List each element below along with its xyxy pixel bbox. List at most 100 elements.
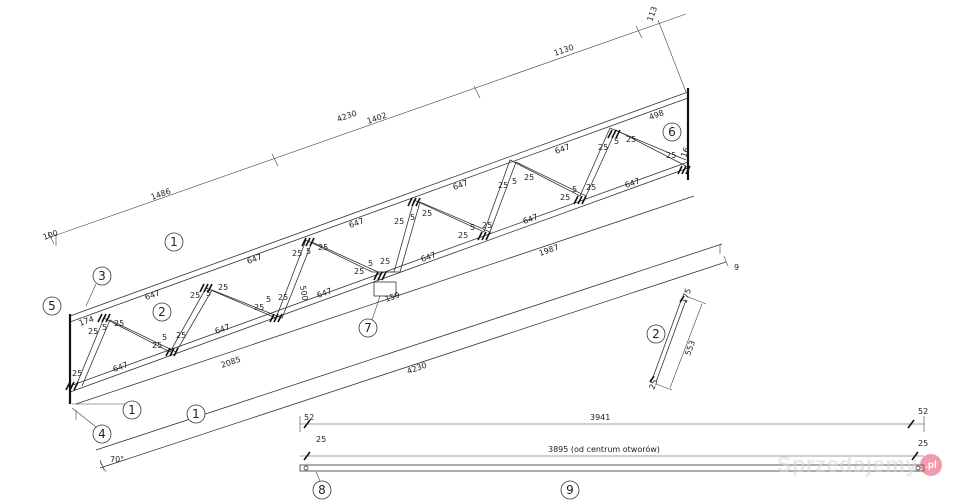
bar9-dim-52-right: 52: [918, 407, 928, 416]
detail2-dim-553: 553: [683, 339, 697, 356]
dim-647-d: 647: [452, 178, 469, 191]
dim-100: 100: [42, 228, 59, 241]
bar9-dim-3941: 3941: [590, 413, 610, 422]
weld-25-f: 25: [218, 283, 228, 292]
callout-1-top: 1: [164, 232, 184, 252]
detail2-dim-175: 175: [679, 287, 693, 304]
dim-113: 113: [645, 5, 659, 22]
weld-25-r: 25: [524, 173, 534, 182]
weld-5-j: 5: [572, 185, 577, 194]
weld-25-p: 25: [482, 221, 492, 230]
svg-text:9: 9: [566, 483, 574, 497]
svg-text:8: 8: [318, 483, 326, 497]
top-dimensions: [47, 13, 687, 246]
weld-25-d: 25: [176, 331, 186, 340]
weld-25-b: 25: [114, 319, 124, 328]
connection-plate: [373, 281, 397, 297]
dim-500: 500: [298, 285, 310, 302]
watermark-badge: .pl: [920, 454, 942, 476]
weld-25-n: 25: [422, 209, 432, 218]
weld-25-i: 25: [292, 249, 302, 258]
weld-5-f: 5: [368, 259, 373, 268]
callout-7: 7: [358, 318, 378, 338]
weld-25-q: 25: [498, 181, 508, 190]
weld-5-i: 5: [512, 177, 517, 186]
dim-2085: 2085: [220, 355, 242, 370]
callout-3: 3: [92, 266, 112, 286]
callout-1-mid: 1: [122, 400, 142, 420]
callout-9: 9: [560, 480, 580, 500]
callout-4: 4: [92, 424, 112, 444]
bottom-dimensions: [71, 244, 729, 473]
svg-text:1: 1: [128, 403, 136, 417]
weld-5-h: 5: [470, 223, 475, 232]
callout-2-right: 2: [646, 324, 666, 344]
dim-1402: 1402: [366, 111, 388, 126]
dim-1987: 1987: [538, 243, 560, 258]
angle-70: 70°: [110, 455, 124, 464]
weld-5-e: 5: [306, 247, 311, 256]
dim-4230-top: 4230: [336, 109, 358, 124]
svg-text:6: 6: [668, 125, 676, 139]
weld-marks: [65, 129, 691, 391]
weld-5-d: 5: [266, 295, 271, 304]
weld-25-k: 25: [354, 267, 364, 276]
dim-647-b: 647: [246, 252, 263, 265]
callout-8: 8: [312, 480, 332, 500]
weld-5-c: 5: [206, 289, 211, 298]
weld-25-u: 25: [598, 143, 608, 152]
weld-25-h: 25: [278, 293, 288, 302]
weld-25-t: 25: [586, 183, 596, 192]
dim-159: 159: [384, 290, 401, 303]
weld-25-v: 25: [626, 135, 636, 144]
svg-text:1: 1: [192, 407, 200, 421]
detail2-dim-25: 25: [647, 378, 659, 391]
dim-647-j: 647: [522, 212, 539, 225]
svg-text:4: 4: [98, 427, 106, 441]
dim-1486: 1486: [150, 187, 172, 202]
svg-text:3: 3: [98, 269, 106, 283]
weld-25-g: 25: [254, 303, 264, 312]
svg-text:2: 2: [652, 327, 660, 341]
watermark-text: Sprzedajemy: [776, 452, 918, 477]
truss-chords: [69, 91, 727, 469]
dim-647-a: 647: [144, 288, 161, 301]
dim-647-i: 647: [420, 250, 437, 263]
dim-1130: 1130: [553, 43, 575, 58]
dim-647-g: 647: [214, 322, 231, 335]
svg-text:5: 5: [48, 299, 56, 313]
weld-25-w: 25: [666, 151, 676, 160]
svg-text:1: 1: [170, 235, 178, 249]
weld-25-m: 25: [394, 217, 404, 226]
weld-25-e: 25: [190, 291, 200, 300]
weld-25-l: 25: [380, 257, 390, 266]
weld-5-k: 5: [614, 137, 619, 146]
weld-25-s: 25: [560, 193, 570, 202]
callout-5: 5: [42, 296, 62, 316]
dim-9: 9: [734, 263, 739, 272]
bar9-dim-25-right: 25: [918, 439, 928, 448]
callout-2-left: 2: [152, 302, 172, 322]
callout-1-bottom: 1: [186, 404, 206, 424]
weld-25-o: 25: [458, 231, 468, 240]
dim-647-k: 647: [624, 176, 641, 189]
dim-16: 16: [679, 146, 691, 159]
weld-5-g: 5: [410, 213, 415, 222]
svg-text:2: 2: [158, 305, 166, 319]
weld-25-x: 25: [72, 369, 82, 378]
weld-25-c: 25: [152, 341, 162, 350]
svg-text:7: 7: [364, 321, 372, 335]
weld-25-a: 25: [88, 327, 98, 336]
weld-5-a: 5: [102, 323, 107, 332]
dim-4230-bottom: 4230: [406, 361, 428, 376]
callout-bubbles: 1 2 3 5 6 7 1 1 4 2 8 9: [42, 122, 682, 500]
bar9-dim-3895: 3895 (od centrum otworów): [548, 444, 660, 454]
dim-647-e: 647: [554, 142, 571, 155]
dim-647-c: 647: [348, 216, 365, 229]
bar9-dim-25-left: 25: [316, 435, 326, 444]
web-diagonals: [75, 127, 687, 387]
weld-5-b: 5: [162, 333, 167, 342]
sprzedajemy-watermark: Sprzedajemy .pl: [777, 452, 942, 478]
dim-498: 498: [648, 108, 665, 121]
